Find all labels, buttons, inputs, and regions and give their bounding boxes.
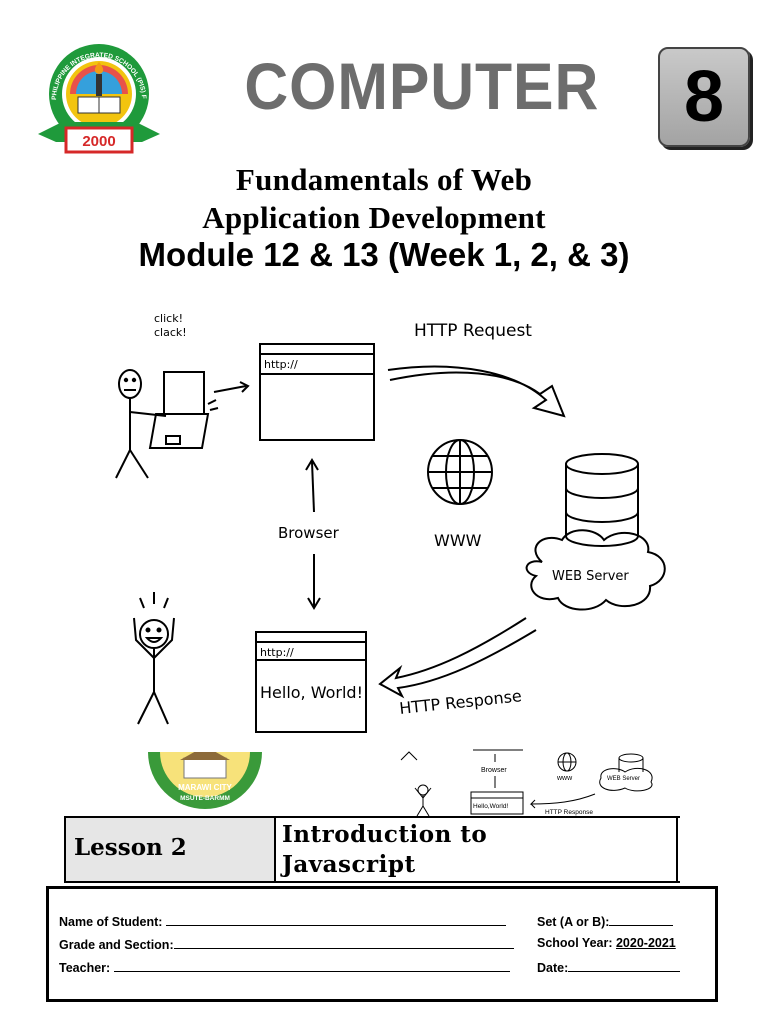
browser-label: Browser	[278, 524, 340, 542]
web-server-label: WEB Server	[552, 569, 629, 584]
www-label: WWW	[434, 531, 482, 550]
lesson-title-line1: Introduction to	[282, 821, 488, 848]
banner-edge	[676, 816, 678, 881]
date-label: Date:	[537, 961, 569, 975]
course-title-line1: Fundamentals of Web	[235, 162, 533, 197]
student-info-form: Name of Student: Set (A or B): Grade and…	[46, 886, 718, 1002]
school-year-row: School Year: 2020-2021	[537, 936, 676, 950]
browser-url-top: http://	[264, 358, 298, 371]
clack-text: clack!	[154, 326, 187, 339]
mini-response-label: HTTP Response	[545, 809, 593, 816]
browser-url-bottom: http://	[260, 646, 294, 659]
name-row: Name of Student:	[59, 913, 506, 929]
globe-icon	[427, 439, 493, 505]
http-request-label: HTTP Request	[414, 321, 532, 341]
browser-window-bottom: http:// Hello, World!	[255, 631, 367, 733]
grade-number: 8	[683, 57, 725, 137]
cloud-shape	[525, 529, 666, 611]
grade-section-label: Grade and Section:	[59, 938, 174, 952]
date-field[interactable]	[568, 959, 681, 972]
user-figure-top	[115, 369, 167, 479]
school-logo: 2000 PHILIPPINE INTEGRATED SCHOOL (PIS) …	[30, 42, 160, 154]
teacher-row: Teacher:	[59, 959, 510, 975]
mini-web-server-label: WEB Server	[607, 776, 640, 782]
browser-window-top: http://	[259, 343, 375, 441]
grade-row: Grade and Section:	[59, 936, 514, 952]
seal-subtext: MSUTE-BARMM	[180, 795, 230, 802]
set-row: Set (A or B):	[537, 913, 674, 929]
mini-hello-text: Hello,World!	[473, 803, 508, 810]
laptop	[148, 371, 219, 449]
grade-section-field[interactable]	[173, 936, 514, 949]
web-request-diagram: click! clack! http:// HTTP Request WWW W…	[115, 312, 666, 733]
mini-www-label: www	[556, 775, 573, 782]
grade-badge: 8	[658, 47, 750, 147]
mini-diagram: Browser www WEB Server Hello,World! HTTP…	[400, 749, 653, 817]
logo-year: 2000	[82, 133, 115, 150]
set-label: Set (A or B):	[537, 915, 610, 929]
seal-city-text: MARAWI CITY	[178, 783, 232, 792]
date-row: Date:	[537, 959, 681, 975]
hello-world-text: Hello, World!	[260, 683, 363, 702]
click-text: click!	[154, 312, 183, 325]
set-field[interactable]	[609, 913, 674, 926]
name-label: Name of Student:	[59, 915, 163, 929]
lesson-title-line2: Javascript	[282, 851, 416, 878]
lesson-title: Introduction to Javascript	[276, 818, 680, 881]
subject-title: COMPUTER	[244, 49, 600, 123]
teacher-field[interactable]	[113, 959, 510, 972]
mini-browser-label: Browser	[481, 767, 507, 774]
lesson-banner: Lesson 2 Introduction to Javascript	[64, 816, 680, 883]
module-title: Module 12 & 13 (Week 1, 2, & 3)	[138, 236, 630, 273]
teacher-label: Teacher:	[59, 961, 111, 975]
http-response-label: HTTP Response	[398, 686, 522, 718]
school-year-label: School Year:	[537, 936, 613, 950]
name-field[interactable]	[165, 913, 506, 926]
user-figure-bottom	[133, 592, 175, 725]
database-icon	[565, 453, 639, 547]
course-title-line2: Application Development	[202, 200, 546, 235]
school-year-value: 2020-2021	[615, 936, 676, 950]
division-seal: MARAWI CITY MSUTE-BARMM	[148, 752, 262, 809]
lesson-number: Lesson 2	[66, 818, 276, 881]
